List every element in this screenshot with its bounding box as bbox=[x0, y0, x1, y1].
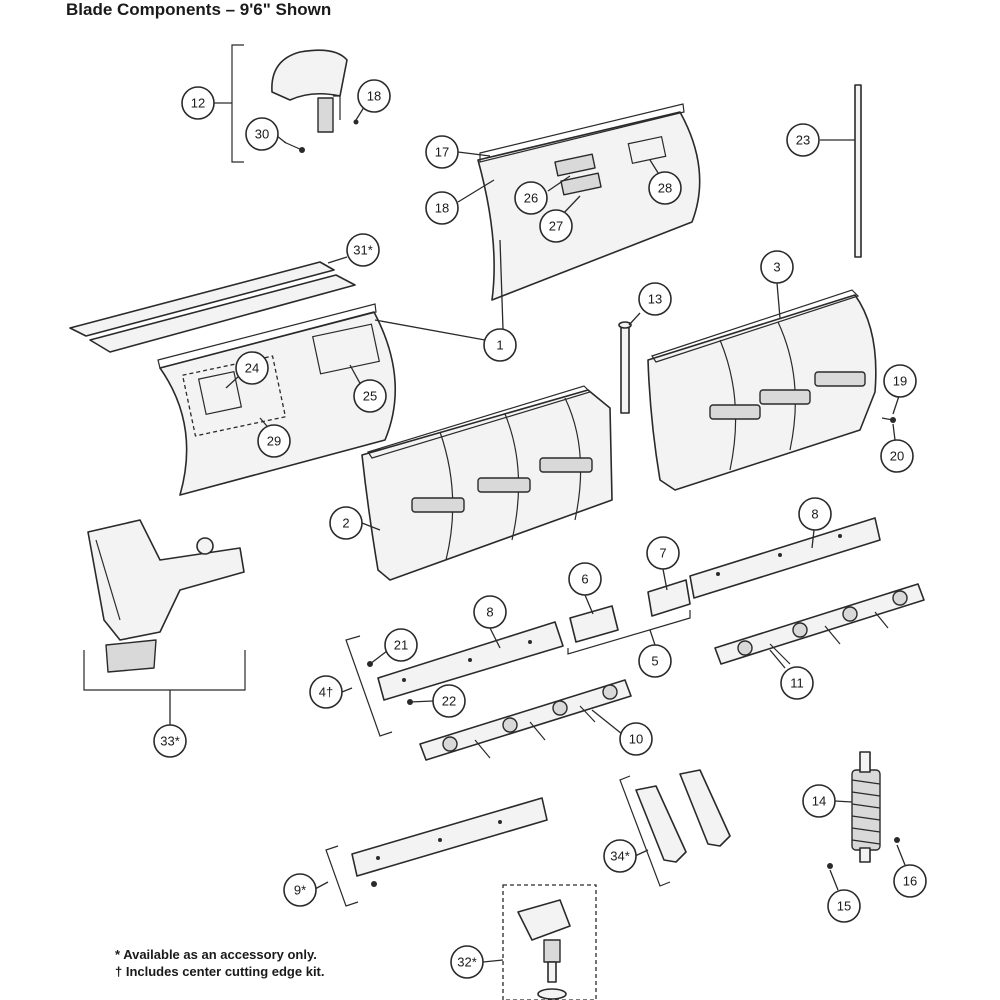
callout-label: 24 bbox=[245, 361, 259, 376]
callout-label: 5 bbox=[651, 654, 658, 669]
callout-label: 30 bbox=[255, 127, 269, 142]
moldboard-upper bbox=[477, 103, 701, 301]
callout-24: 24 bbox=[235, 351, 269, 385]
rod bbox=[854, 84, 862, 258]
callout-label: 13 bbox=[648, 292, 662, 307]
callout-label: 4† bbox=[319, 685, 333, 700]
blade-frame-front bbox=[361, 385, 613, 581]
accessory-kit-box bbox=[502, 884, 597, 1000]
callout-label: 28 bbox=[658, 181, 672, 196]
footnote-center-kit: † Includes center cutting edge kit. bbox=[115, 964, 325, 979]
cutting-edge-right bbox=[689, 517, 881, 599]
callout-label: 29 bbox=[267, 434, 281, 449]
callout-label: 23 bbox=[796, 133, 810, 148]
callout-label: 8 bbox=[811, 507, 818, 522]
callout-27: 27 bbox=[539, 209, 573, 243]
callout-19: 19 bbox=[883, 364, 917, 398]
callout-33: 33* bbox=[153, 724, 187, 758]
callout-7: 7 bbox=[646, 536, 680, 570]
center-edge-pieces bbox=[567, 579, 691, 655]
callout-label: 10 bbox=[629, 732, 643, 747]
callout-label: 22 bbox=[442, 694, 456, 709]
blade-frame-rear bbox=[647, 289, 877, 491]
skid-shoes bbox=[619, 769, 731, 887]
callout-18b: 18 bbox=[425, 191, 459, 225]
callout-label: 18 bbox=[435, 201, 449, 216]
callout-label: 18 bbox=[367, 89, 381, 104]
callout-label: 19 bbox=[893, 374, 907, 389]
callout-12: 12 bbox=[181, 86, 215, 120]
callout-label: 1 bbox=[496, 338, 503, 353]
callout-label: 20 bbox=[890, 449, 904, 464]
callout-17: 17 bbox=[425, 135, 459, 169]
callout-22: 22 bbox=[432, 684, 466, 718]
callout-label: 21 bbox=[394, 638, 408, 653]
callout-label: 34* bbox=[610, 849, 630, 864]
callout-8a: 8 bbox=[473, 595, 507, 629]
callout-26: 26 bbox=[514, 181, 548, 215]
callout-label: 12 bbox=[191, 96, 205, 111]
hardware-19-20 bbox=[881, 417, 896, 423]
deflector-bracket-group bbox=[231, 44, 359, 163]
callout-label: 17 bbox=[435, 145, 449, 160]
callout-label: 2 bbox=[342, 516, 349, 531]
callout-label: 32* bbox=[457, 955, 477, 970]
callout-label: 6 bbox=[581, 572, 588, 587]
callout-label: 8 bbox=[486, 605, 493, 620]
diagram-title: Blade Components – 9'6" Shown bbox=[66, 0, 332, 19]
callout-label: 16 bbox=[903, 874, 917, 889]
moldboard-lower bbox=[157, 303, 397, 496]
footnotes: * Available as an accessory only. † Incl… bbox=[115, 946, 325, 980]
callout-label: 33* bbox=[160, 734, 180, 749]
callout-14: 14 bbox=[802, 784, 836, 818]
callout-3: 3 bbox=[760, 250, 794, 284]
callout-25: 25 bbox=[353, 379, 387, 413]
shock-assembly bbox=[827, 751, 900, 869]
callout-label: 27 bbox=[549, 219, 563, 234]
callout-29: 29 bbox=[257, 424, 291, 458]
top-bar bbox=[69, 261, 356, 353]
callout-label: 25 bbox=[363, 389, 377, 404]
callout-32: 32* bbox=[450, 945, 484, 979]
trip-bar-right bbox=[714, 583, 925, 665]
callout-8b: 8 bbox=[798, 497, 832, 531]
a-frame bbox=[83, 519, 246, 691]
callout-16: 16 bbox=[893, 864, 927, 898]
callout-6: 6 bbox=[568, 562, 602, 596]
callout-31: 31* bbox=[346, 233, 380, 267]
trip-bar-left bbox=[419, 679, 632, 761]
callout-11: 11 bbox=[780, 666, 814, 700]
callout-15: 15 bbox=[827, 889, 861, 923]
callout-label: 15 bbox=[837, 899, 851, 914]
pivot-pin bbox=[618, 321, 632, 414]
callout-13: 13 bbox=[638, 282, 672, 316]
callout-label: 26 bbox=[524, 191, 538, 206]
callout-5: 5 bbox=[638, 644, 672, 678]
callout-9: 9* bbox=[283, 873, 317, 907]
callout-28: 28 bbox=[648, 171, 682, 205]
callout-30: 30 bbox=[245, 117, 279, 151]
callout-20: 20 bbox=[880, 439, 914, 473]
spare-cutting-edge bbox=[325, 797, 548, 907]
callout-23: 23 bbox=[786, 123, 820, 157]
footnote-accessory: * Available as an accessory only. bbox=[115, 947, 317, 962]
callout-1: 1 bbox=[483, 328, 517, 362]
callout-label: 7 bbox=[659, 546, 666, 561]
callout-10: 10 bbox=[619, 722, 653, 756]
callout-21: 21 bbox=[384, 628, 418, 662]
callout-label: 3 bbox=[773, 260, 780, 275]
callout-4: 4† bbox=[309, 675, 343, 709]
callout-2: 2 bbox=[329, 506, 363, 540]
callout-label: 31* bbox=[353, 243, 373, 258]
callout-34: 34* bbox=[603, 839, 637, 873]
callout-label: 9* bbox=[294, 883, 306, 898]
callout-label: 14 bbox=[812, 794, 826, 809]
callout-label: 11 bbox=[790, 676, 804, 691]
callout-18a: 18 bbox=[357, 79, 391, 113]
